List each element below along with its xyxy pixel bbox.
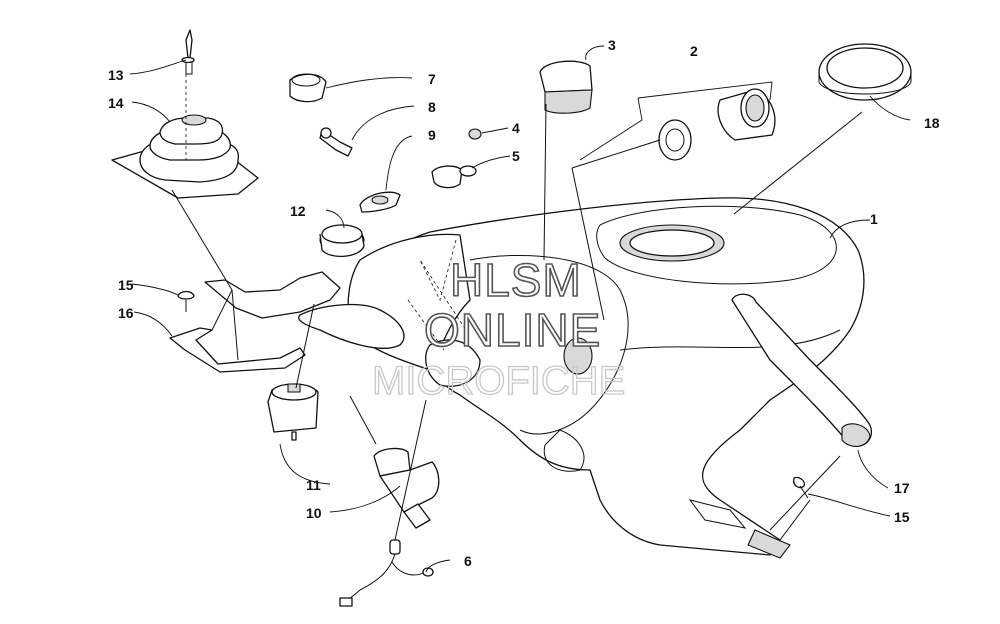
callout-3: 3: [608, 37, 616, 53]
callout-12: 12: [290, 203, 306, 219]
callout-18: 18: [924, 115, 940, 131]
part-2-filler-cap: [658, 88, 776, 161]
part-7-switch-cap: [289, 73, 327, 103]
part-9-gasket: [359, 191, 401, 213]
callout-9: 9: [428, 127, 436, 143]
part-18-ring: [818, 43, 912, 101]
callout-7: 7: [428, 71, 436, 87]
part-12-cap: [319, 224, 365, 257]
callout-15-left: 15: [118, 277, 134, 293]
callout-15-right: 15: [894, 509, 910, 525]
callout-14: 14: [108, 95, 124, 111]
callout-1: 1: [870, 211, 878, 227]
callout-8: 8: [428, 99, 436, 115]
callout-17: 17: [894, 480, 910, 496]
part-14-boot: [111, 114, 259, 199]
part-13-rivet: [181, 29, 195, 75]
callout-5: 5: [512, 148, 520, 164]
callout-2: 2: [690, 43, 698, 59]
part-17-strap: [731, 293, 873, 447]
watermark-line-1: HLSM: [450, 254, 582, 306]
part-3-plug: [539, 60, 593, 114]
part-10-sensor: [373, 447, 440, 529]
part-bracket-upper: [204, 271, 341, 319]
part-8-key: [319, 127, 353, 157]
part-4-grommet: [468, 128, 482, 140]
callout-4: 4: [512, 120, 520, 136]
leader-lines: [129, 45, 911, 573]
watermark-line-2: ONLINE: [424, 304, 601, 356]
part-5-cap: [431, 165, 477, 189]
callout-16: 16: [118, 305, 134, 321]
part-11-relay: [267, 383, 319, 441]
part-1-tank-cover: [367, 197, 865, 559]
watermark: HLSM ONLINE MICROFICHE: [371, 253, 626, 403]
watermark-line-3: MICROFICHE: [372, 359, 625, 403]
part-16-bracket: [169, 327, 306, 373]
callout-11: 11: [306, 477, 321, 493]
part-shroud-front: [298, 233, 481, 387]
callouts: 13 14 7 8 9 4 5 3 2 18 1 12 15 16 11 10 …: [108, 37, 940, 569]
part-15-screw-right: [793, 476, 809, 499]
callout-6: 6: [464, 553, 472, 569]
part-15-screw-left: [177, 290, 195, 312]
callout-10: 10: [306, 505, 322, 521]
callout-13: 13: [108, 67, 124, 83]
part-6-harness: [339, 539, 434, 607]
